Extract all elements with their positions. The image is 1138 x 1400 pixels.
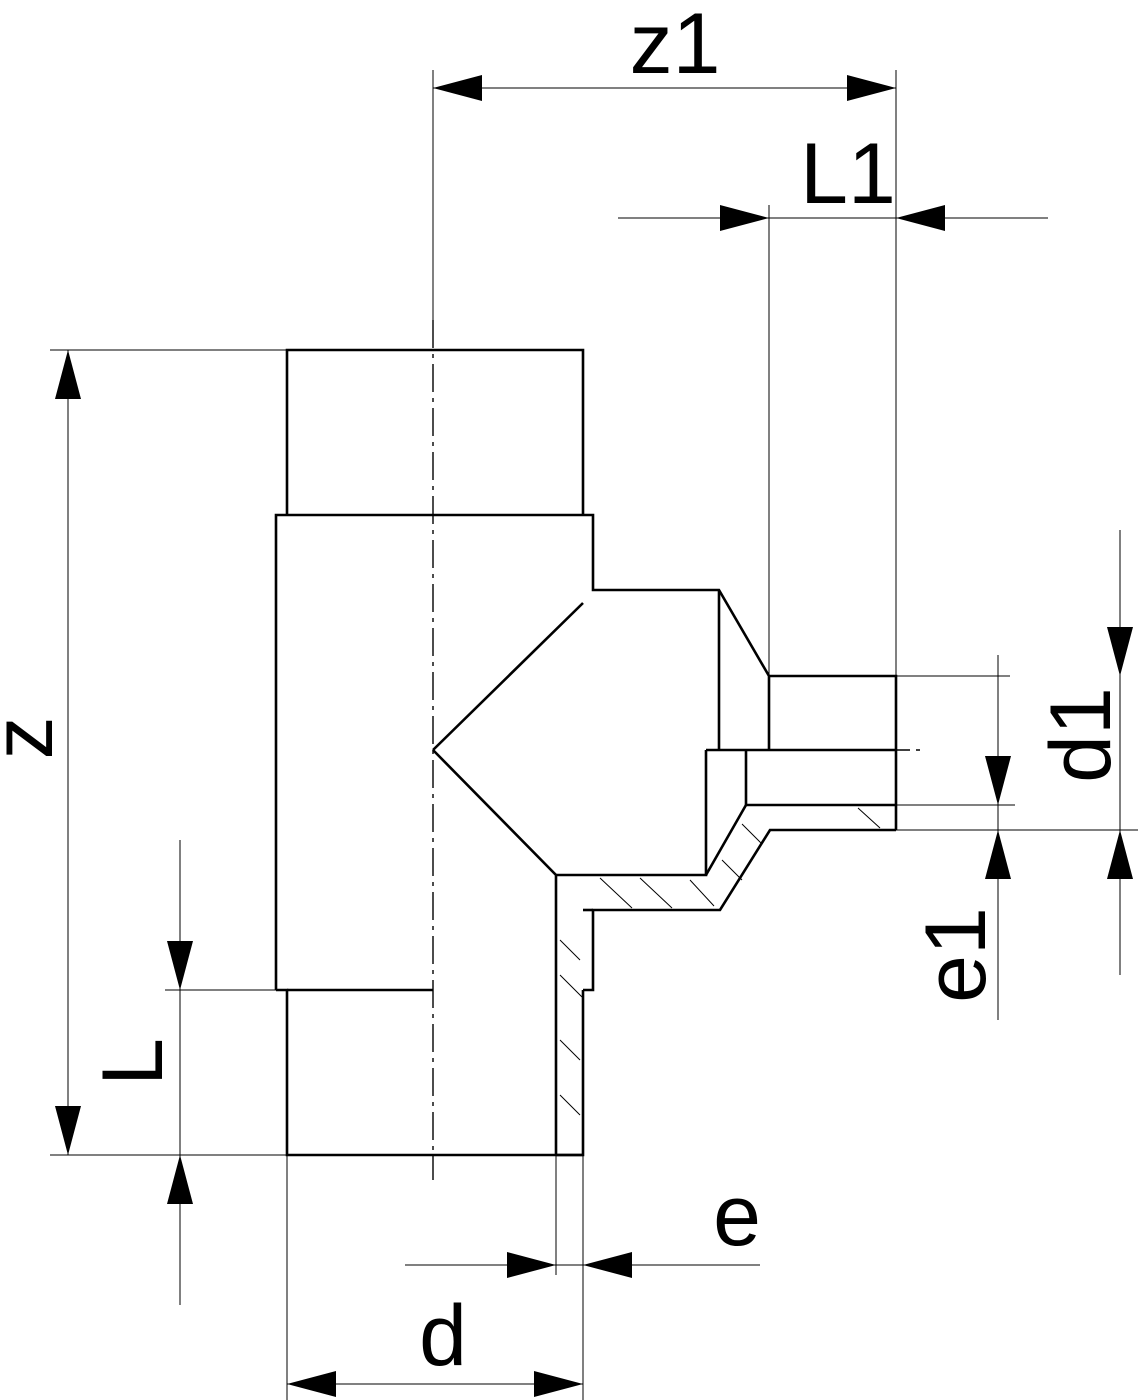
dimension-lines bbox=[50, 70, 1138, 1400]
label-e: e bbox=[713, 1168, 761, 1264]
section-hatching bbox=[559, 807, 881, 1116]
label-d1: d1 bbox=[1033, 687, 1129, 783]
label-e1: e1 bbox=[908, 907, 1004, 1003]
label-z1: z1 bbox=[630, 0, 721, 92]
dimension-arrows bbox=[55, 75, 1133, 1397]
label-L: L bbox=[85, 1038, 181, 1086]
tee-body-outline bbox=[274, 348, 898, 1157]
label-d: d bbox=[419, 1288, 467, 1384]
centre-lines bbox=[432, 320, 920, 1180]
label-L1: L1 bbox=[800, 126, 896, 222]
label-z: z bbox=[0, 717, 71, 760]
